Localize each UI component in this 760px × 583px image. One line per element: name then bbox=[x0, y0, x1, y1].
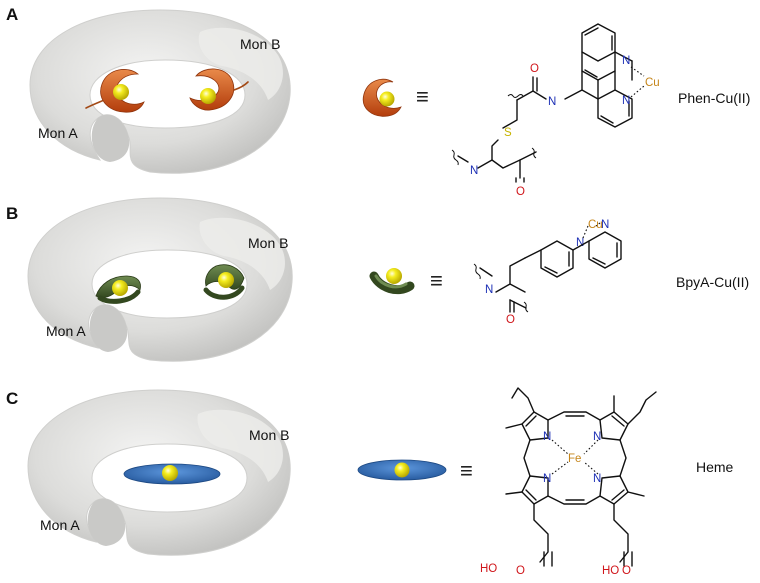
atom-n3-b: N bbox=[601, 219, 609, 231]
equivalence-sign-b: ≡ bbox=[430, 268, 443, 293]
phen-cu-unit-right bbox=[189, 68, 249, 111]
atom-n2-c: N bbox=[593, 431, 601, 443]
bpy-cu-unit-left bbox=[95, 275, 141, 304]
atom-cu: Cu bbox=[645, 77, 660, 89]
atom-n1-c: N bbox=[543, 431, 551, 443]
atom-n1-b: N bbox=[485, 284, 493, 296]
atom-o1: O bbox=[530, 63, 539, 75]
atom-n4-c: N bbox=[593, 473, 601, 485]
mon-b-label-b: Mon B bbox=[248, 235, 288, 251]
phen-cu-structure: N N Cu N O S N O bbox=[451, 23, 660, 198]
cofactor-name-a: Phen-Cu(II) bbox=[678, 90, 750, 106]
phen-cu-legend-icon bbox=[362, 78, 402, 117]
panel-label-a: A bbox=[6, 5, 18, 24]
panel-c: C Mon B Mon A ≡ bbox=[6, 387, 734, 577]
equivalence-sign-c: ≡ bbox=[460, 458, 473, 483]
mon-a-label-b: Mon A bbox=[46, 323, 86, 339]
protein-dimer-a bbox=[29, 9, 291, 174]
panel-label-b: B bbox=[6, 204, 18, 223]
panel-a: A Mon B Mon A ≡ bbox=[6, 5, 750, 198]
panel-label-c: C bbox=[6, 389, 18, 408]
equivalence-sign-a: ≡ bbox=[416, 84, 429, 109]
bpy-cu-legend-icon bbox=[369, 268, 415, 295]
atom-cu-b: Cu bbox=[588, 219, 603, 231]
protein-dimer-c bbox=[27, 389, 291, 556]
atom-n4: N bbox=[470, 165, 478, 177]
cofactor-name-c: Heme bbox=[696, 459, 734, 475]
mon-a-label-a: Mon A bbox=[38, 125, 78, 141]
heme-legend-icon bbox=[357, 459, 447, 481]
atom-fe: Fe bbox=[568, 453, 581, 465]
heme-structure: N N N N Fe HO O HO O bbox=[480, 387, 657, 577]
atom-n2-b: N bbox=[576, 237, 584, 249]
cofactor-name-b: BpyA-Cu(II) bbox=[676, 274, 749, 290]
atom-o2-c: O bbox=[622, 565, 631, 577]
heme-unit bbox=[123, 463, 221, 485]
atom-o-b: O bbox=[506, 314, 515, 326]
mon-a-label-c: Mon A bbox=[40, 517, 80, 533]
atom-s: S bbox=[504, 127, 512, 139]
mon-b-label-c: Mon B bbox=[249, 427, 289, 443]
mon-b-label-a: Mon B bbox=[240, 36, 280, 52]
protein-dimer-b bbox=[27, 197, 293, 362]
phen-cu-unit-left bbox=[85, 69, 145, 113]
bpy-cu-structure: N O N N Cu bbox=[473, 219, 622, 326]
atom-ho1: HO bbox=[480, 563, 497, 575]
atom-n3-c: N bbox=[543, 473, 551, 485]
atom-o2: O bbox=[516, 186, 525, 198]
atom-o1-c: O bbox=[516, 565, 525, 577]
atom-ho2: HO bbox=[602, 565, 619, 577]
panel-b: B Mon B Mon A ≡ N bbox=[6, 197, 749, 362]
atom-n2: N bbox=[622, 95, 630, 107]
atom-n1: N bbox=[622, 55, 630, 67]
bpy-cu-unit-right bbox=[203, 264, 245, 300]
atom-n3: N bbox=[548, 96, 556, 108]
